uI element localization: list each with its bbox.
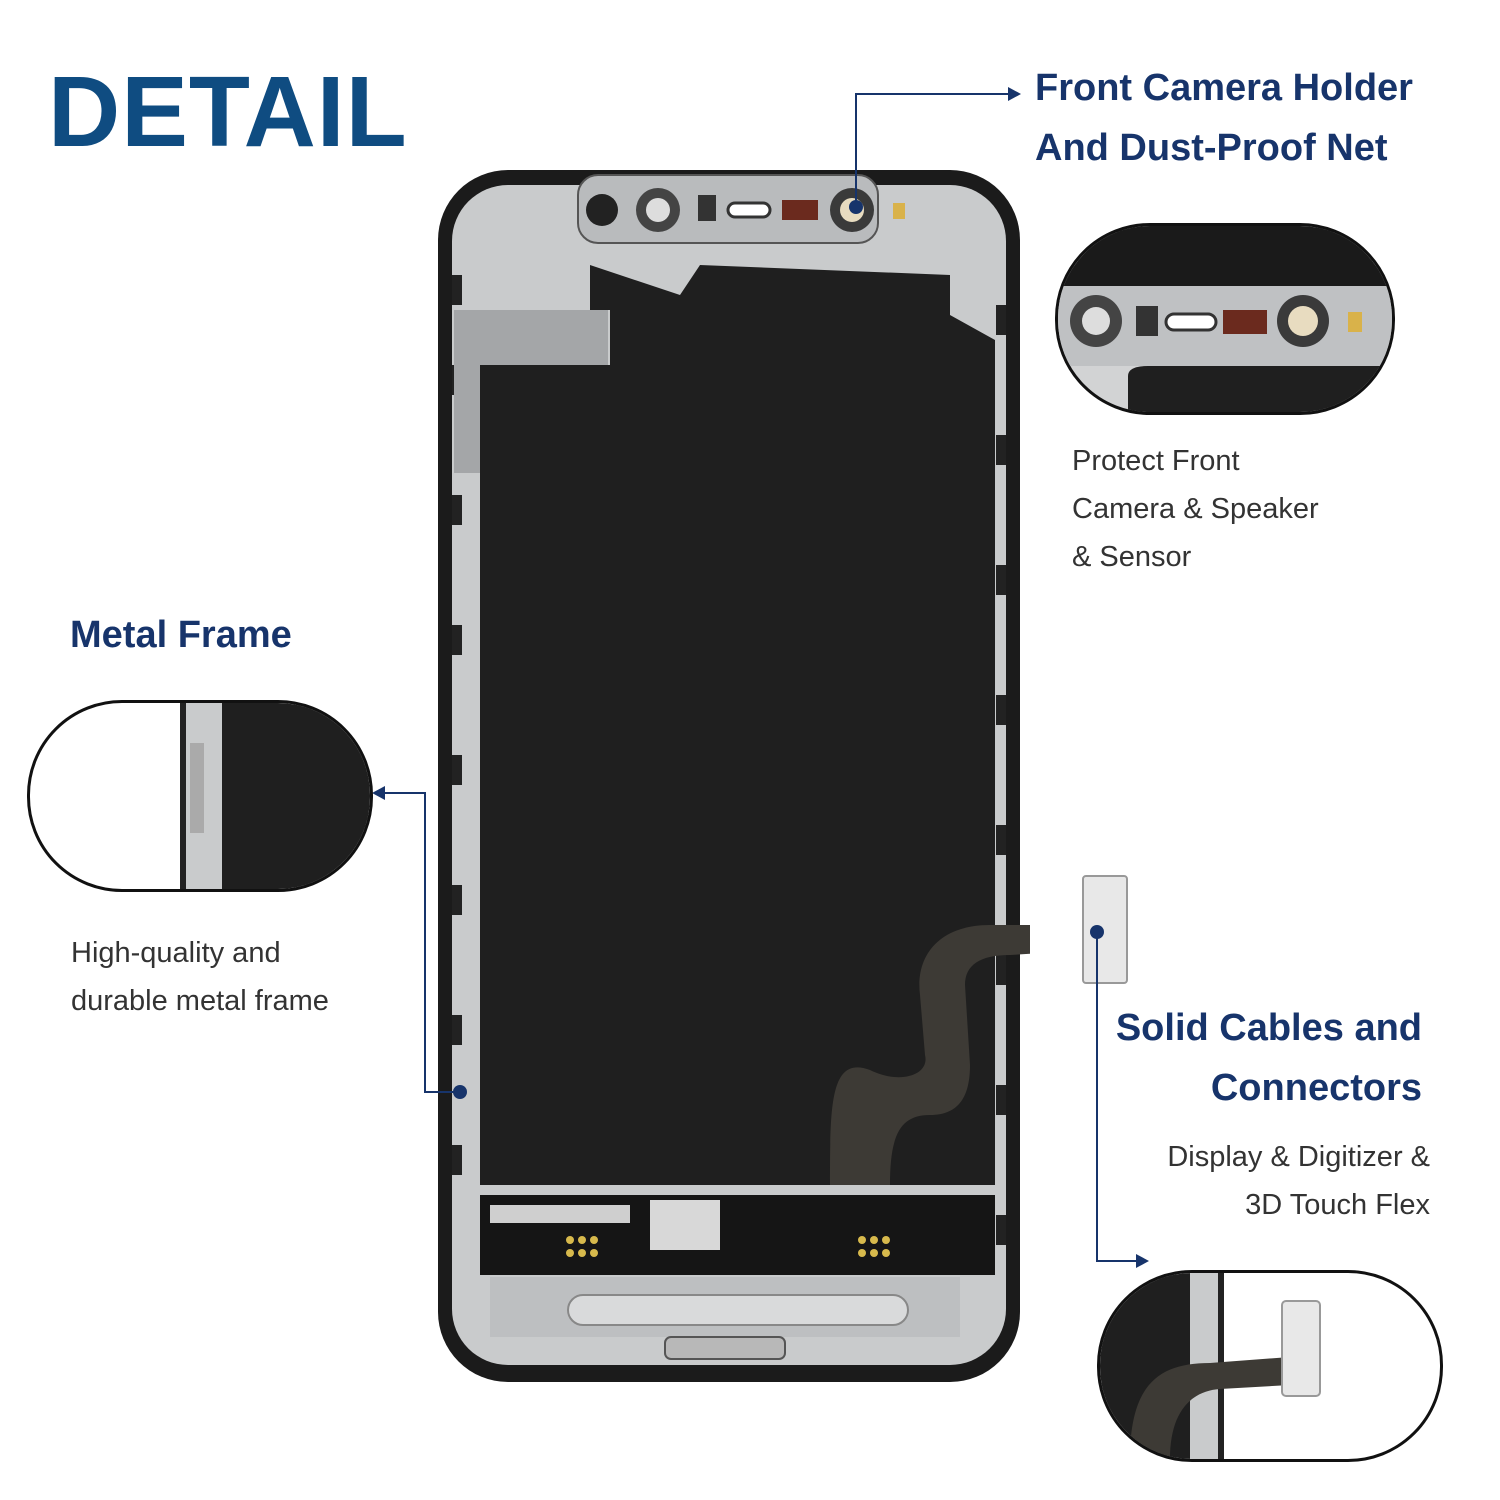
cables-desc-line1: Display & Digitizer & (1167, 1141, 1430, 1173)
camera-arrow-icon (1008, 87, 1021, 101)
frame-leader-horizontal-top (385, 792, 426, 794)
cables-arrow-icon (1136, 1254, 1149, 1268)
frame-heading: Metal Frame (70, 614, 292, 656)
camera-desc-line2: Camera & Speaker (1072, 493, 1319, 525)
camera-leader-horizontal (855, 93, 1010, 95)
cables-zoom-oval (1097, 1270, 1443, 1462)
camera-marker-dot (849, 200, 863, 214)
camera-zoom-oval (1055, 223, 1395, 415)
cables-heading-line2: Connectors (1210, 1067, 1422, 1109)
frame-leader-vertical (424, 792, 426, 1093)
cables-desc-line2: 3D Touch Flex (1245, 1189, 1430, 1221)
frame-arrow-icon (372, 786, 385, 800)
camera-heading-line1: Front Camera Holder (1035, 67, 1413, 109)
frame-marker-dot (453, 1085, 467, 1099)
page-title: DETAIL (48, 56, 408, 168)
camera-desc-line3: & Sensor (1072, 541, 1192, 573)
camera-heading-line2: And Dust-Proof Net (1035, 127, 1388, 169)
cables-leader-horizontal (1096, 1260, 1138, 1262)
cables-heading-line1: Solid Cables and (1115, 1007, 1422, 1049)
frame-zoom-oval (27, 700, 373, 892)
camera-desc-line1: Protect Front (1072, 445, 1240, 477)
frame-leader-horizontal-bottom (424, 1091, 459, 1093)
frame-desc-line1: High-quality and (71, 937, 281, 969)
frame-desc-line2: durable metal frame (71, 985, 329, 1017)
camera-leader-vertical (855, 93, 857, 206)
flex-connector-tab (1082, 875, 1128, 984)
cables-leader-vertical (1096, 932, 1098, 1262)
screen-assembly-image (438, 170, 1030, 1382)
